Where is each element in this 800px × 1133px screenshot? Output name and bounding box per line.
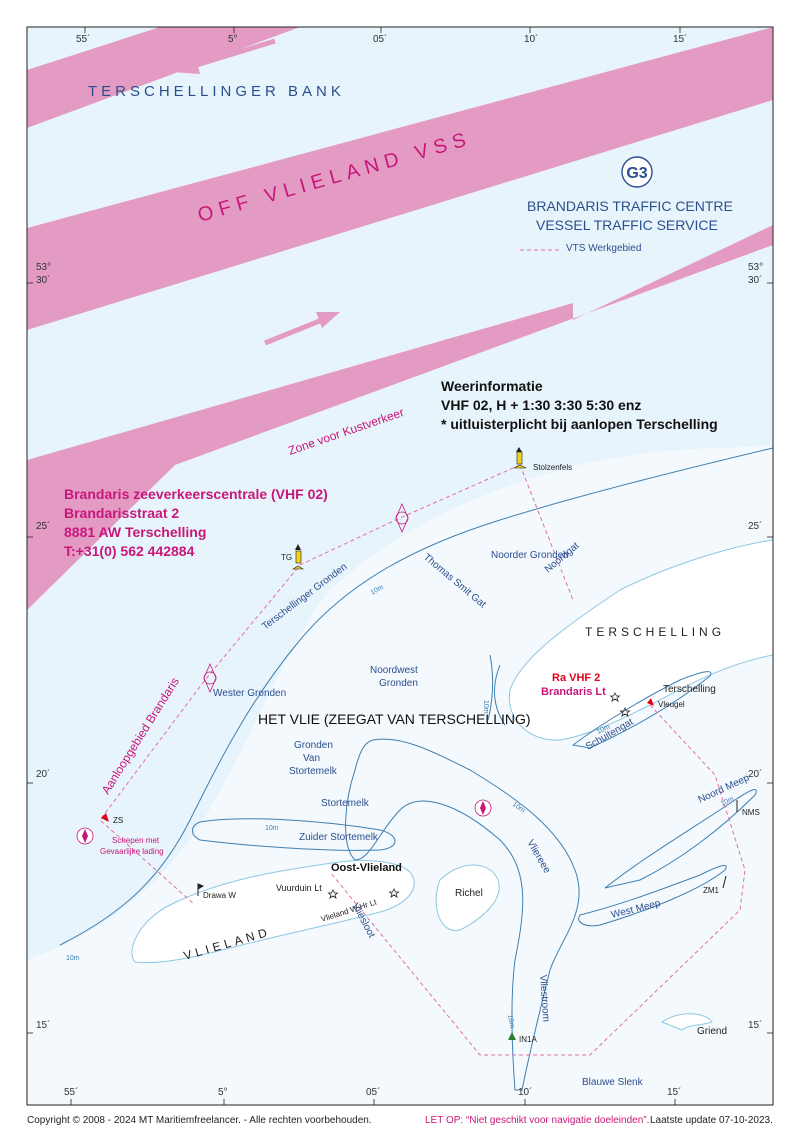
contact-line-2: Brandarisstraat 2 bbox=[64, 505, 180, 521]
light-stars bbox=[327, 692, 631, 899]
tick-top-3: 05´ bbox=[373, 34, 388, 45]
tick-bottom-4: 10´ bbox=[518, 1087, 533, 1098]
weather-title: Weerinformatie bbox=[441, 378, 543, 394]
blauwe-slenk-label: Blauwe Slenk bbox=[582, 1077, 643, 1088]
in1a-label: IN1A bbox=[519, 1035, 537, 1044]
buoy-tg[interactable] bbox=[291, 544, 305, 570]
tick-bottom-1: 55´ bbox=[64, 1087, 79, 1098]
brandaris-lt-label: Brandaris Lt bbox=[541, 686, 606, 698]
buoy-zs[interactable] bbox=[101, 813, 109, 822]
griend-label: Griend bbox=[697, 1026, 728, 1037]
tick-left-15: 15´ bbox=[36, 1020, 51, 1031]
arrow-westbound bbox=[172, 38, 276, 74]
frame-ticks bbox=[27, 27, 773, 1105]
nms-label: NMS bbox=[742, 808, 760, 817]
beacon-drawa[interactable] bbox=[197, 883, 205, 896]
richel-island bbox=[435, 864, 500, 931]
drawa-label: Drawa W bbox=[203, 891, 236, 900]
tick-top-2: 5° bbox=[228, 34, 238, 45]
depth-label: 10m bbox=[482, 700, 489, 714]
buoy-in1a[interactable] bbox=[508, 1032, 516, 1040]
footer-updated: Laatste update 07-10-2023. bbox=[650, 1115, 773, 1126]
noordwest-gronden-label-1: Noordwest bbox=[370, 665, 418, 676]
chart-frame bbox=[26, 26, 774, 1106]
tick-bottom-5: 15´ bbox=[667, 1087, 682, 1098]
depth-label: 10m bbox=[506, 1014, 515, 1029]
weather-line-2: * uitluisterplicht bij aanlopen Terschel… bbox=[441, 416, 718, 432]
tick-right-20: 20´ bbox=[748, 769, 763, 780]
footer-copyright: Copyright © 2008 - 2024 MT Maritiemfreel… bbox=[27, 1115, 372, 1126]
diamond-marker-2 bbox=[203, 662, 217, 694]
depth-label: 10m bbox=[66, 955, 80, 962]
stortemelk-label: Stortemelk bbox=[321, 798, 369, 809]
tick-bottom-3: 05´ bbox=[366, 1087, 381, 1098]
tick-right-25: 25´ bbox=[748, 521, 763, 532]
vlieland-island bbox=[131, 860, 415, 964]
vleugel-label: Vleugel bbox=[658, 700, 685, 709]
tick-top-4: 10´ bbox=[524, 34, 539, 45]
vts-title-line-1: BRANDARIS TRAFFIC CENTRE bbox=[527, 198, 733, 214]
depth-contours bbox=[59, 447, 774, 1091]
arrow-eastbound bbox=[264, 312, 340, 346]
zuider-stortemelk-label: Zuider Stortemelk bbox=[299, 832, 378, 843]
contact-line-1: Brandaris zeeverkeerscentrale (VHF 02) bbox=[64, 486, 328, 502]
traffic-lane-south bbox=[27, 225, 773, 610]
noorder-gronden-label: Noorder Gronden bbox=[491, 550, 569, 561]
footer-warning: LET OP: “Niet geschikt voor navigatie do… bbox=[425, 1115, 650, 1126]
buoy-vleugel[interactable] bbox=[647, 698, 654, 706]
vliestroom-label: Vliestroom bbox=[537, 974, 551, 1022]
tick-right-53: 53° bbox=[748, 262, 764, 273]
gronden-van-stortemelk-2: Van bbox=[303, 753, 321, 764]
tick-left-25: 25´ bbox=[36, 521, 51, 532]
tick-top-5: 15´ bbox=[673, 34, 688, 45]
stolzenfels-label: Stolzenfels bbox=[533, 463, 573, 472]
diamond-marker-1 bbox=[395, 502, 409, 534]
richel-label: Richel bbox=[455, 888, 483, 899]
vts-boundary bbox=[99, 249, 746, 1056]
noordwest-gronden-label-2: Gronden bbox=[379, 678, 418, 689]
tick-left-20: 20´ bbox=[36, 769, 51, 780]
diamond-marker-3 bbox=[76, 827, 94, 845]
zm1-label: ZM1 bbox=[703, 886, 719, 895]
terschelling-town-label: Terschelling bbox=[663, 684, 716, 695]
dangerous-cargo-line-2: Gevaarlijke lading bbox=[100, 847, 164, 856]
het-vlie-label: HET VLIE (ZEEGAT VAN TERSCHELLING) bbox=[258, 711, 531, 727]
traffic-lane-vss bbox=[27, 27, 773, 330]
tick-right-15: 15´ bbox=[748, 1020, 763, 1031]
vuurduin-label: Vuurduin Lt bbox=[276, 883, 322, 893]
tick-top-1: 55´ bbox=[76, 34, 91, 45]
terschellinger-bank-label: TERSCHELLINGER BANK bbox=[88, 83, 345, 100]
depth-label: 10m bbox=[265, 825, 279, 832]
vts-title-line-2: VESSEL TRAFFIC SERVICE bbox=[536, 217, 718, 233]
terschelling-label: TERSCHELLING bbox=[585, 625, 726, 639]
weather-line-1: VHF 02, H + 1:30 3:30 5:30 enz bbox=[441, 397, 642, 413]
gronden-van-stortemelk-1: Gronden bbox=[294, 740, 333, 751]
tick-left-30: 30´ bbox=[36, 275, 51, 286]
contact-line-4: T:+31(0) 562 442884 bbox=[64, 543, 195, 559]
zs-label: ZS bbox=[113, 816, 124, 825]
terschelling-island bbox=[508, 539, 774, 741]
g3-badge-label: G3 bbox=[626, 165, 647, 182]
tick-right-30: 30´ bbox=[748, 275, 763, 286]
tg-label: TG bbox=[281, 553, 293, 562]
tick-bottom-2: 5° bbox=[218, 1087, 228, 1098]
wester-gronden-label: Wester Gronden bbox=[213, 688, 287, 699]
diamond-marker-4 bbox=[474, 799, 492, 817]
vts-legend-label: VTS Werkgebied bbox=[566, 243, 642, 254]
buoy-stolzenfels[interactable] bbox=[513, 447, 527, 469]
dangerous-cargo-line-1: Schepen met bbox=[112, 836, 160, 845]
ra-vhf-label: Ra VHF 2 bbox=[552, 672, 601, 684]
oost-vlieland-label: Oost-Vlieland bbox=[331, 862, 402, 874]
griend-island bbox=[660, 1013, 713, 1031]
g3-badge-ring bbox=[621, 156, 653, 188]
tick-left-53: 53° bbox=[36, 262, 52, 273]
gronden-van-stortemelk-3: Stortemelk bbox=[289, 766, 337, 777]
contact-line-3: 8881 AW Terschelling bbox=[64, 524, 207, 540]
beacon-zm1[interactable] bbox=[722, 875, 727, 889]
